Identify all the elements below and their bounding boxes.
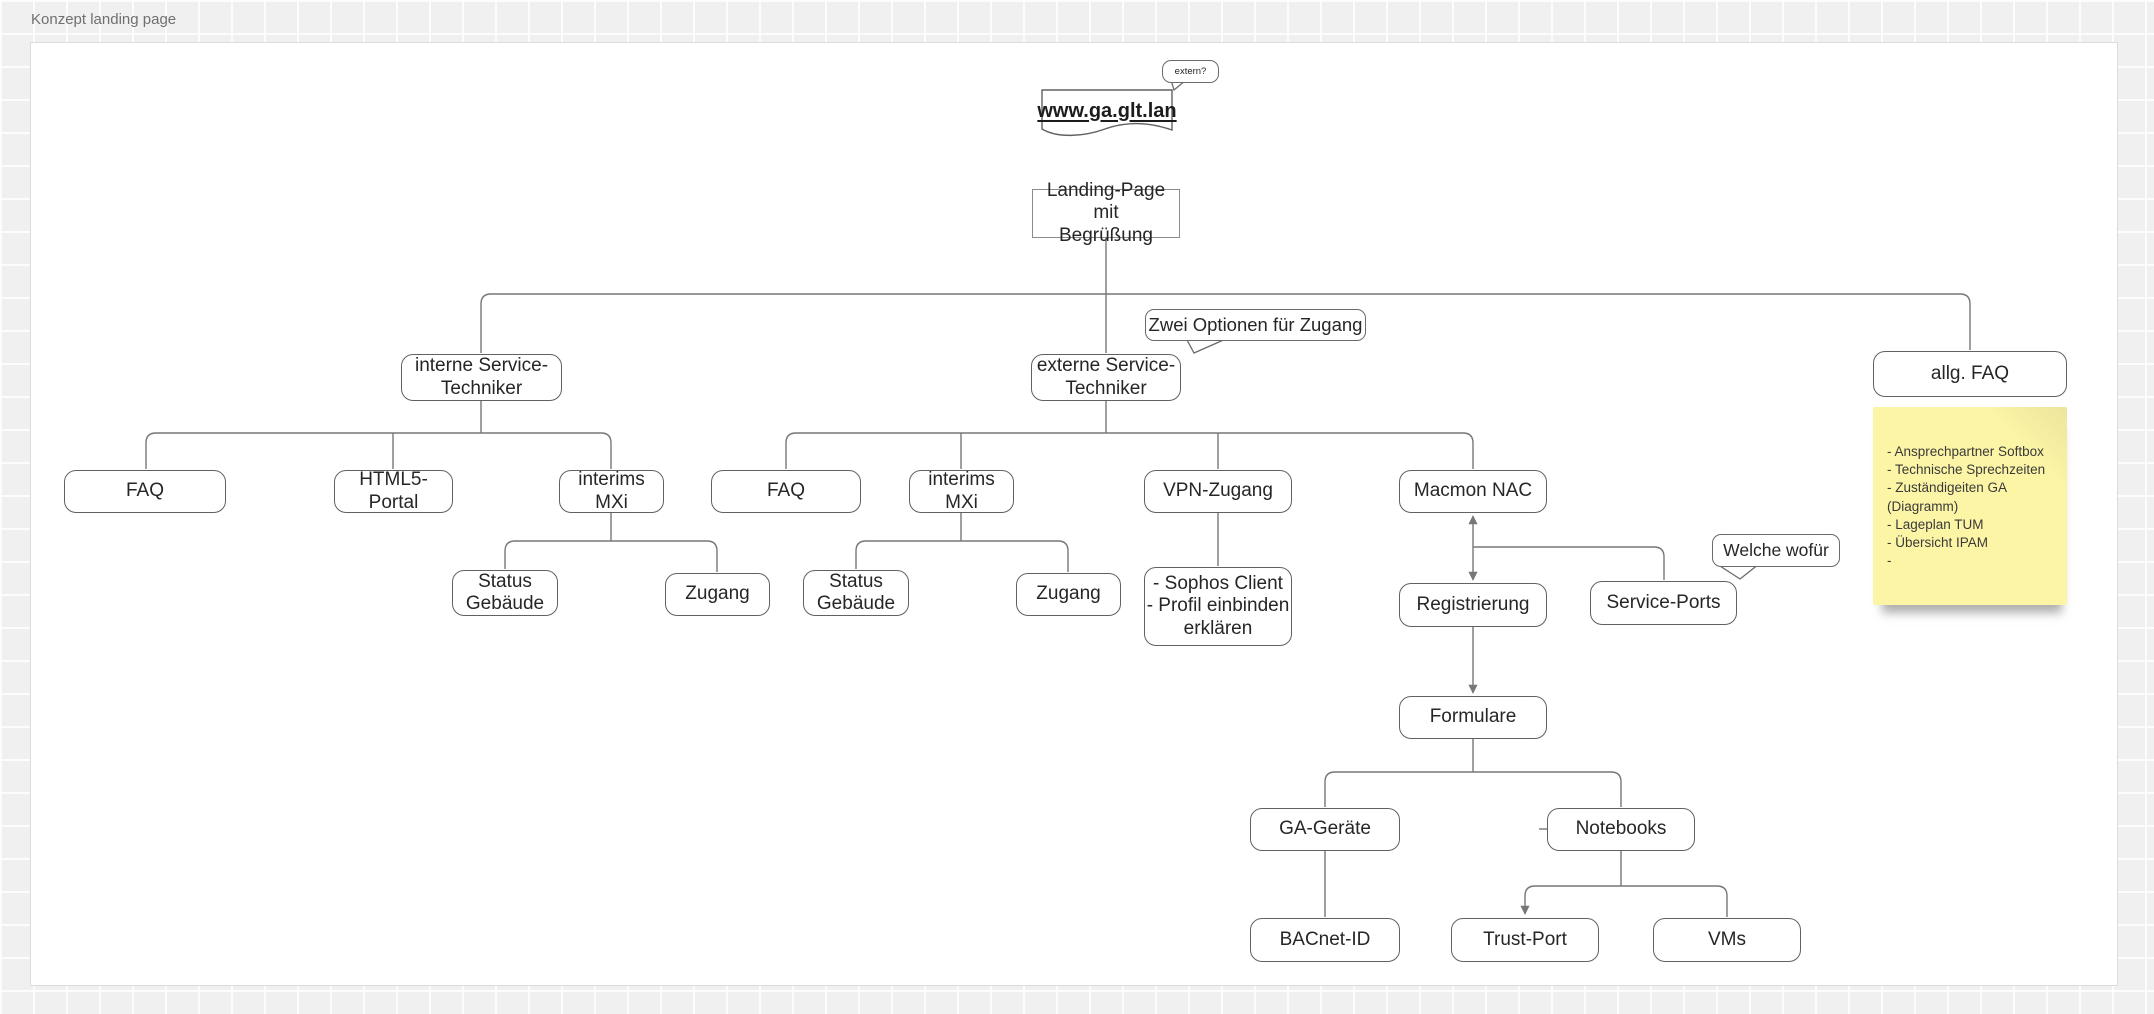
- node-zugang-intern[interactable]: Zugang: [665, 573, 770, 616]
- node-sophos-note[interactable]: - Sophos Client - Profil einbinden erklä…: [1144, 567, 1292, 646]
- node-registrierung[interactable]: Registrierung: [1399, 583, 1547, 627]
- node-vms[interactable]: VMs: [1653, 918, 1801, 962]
- document-wave-shape: [1041, 89, 1173, 137]
- node-html5-portal[interactable]: HTML5-Portal: [334, 469, 453, 513]
- callout-zwei-optionen[interactable]: Zwei Optionen für Zugang: [1145, 309, 1366, 341]
- node-interims-mxi-intern[interactable]: interims MXi: [559, 469, 664, 513]
- node-interne-service-techniker[interactable]: interne Service- Techniker: [401, 354, 562, 401]
- callout-welche-wofuer[interactable]: Welche wofür: [1712, 534, 1840, 567]
- node-status-gebaeude-intern[interactable]: Status Gebäude: [452, 570, 558, 616]
- node-landing-page[interactable]: Landing-Page mit Begrüßung: [1032, 180, 1180, 246]
- node-notebooks[interactable]: Notebooks: [1547, 808, 1695, 851]
- node-faq-intern[interactable]: FAQ: [64, 470, 226, 513]
- node-zugang-extern[interactable]: Zugang: [1016, 573, 1121, 616]
- node-status-gebaeude-extern[interactable]: Status Gebäude: [803, 570, 909, 616]
- document-url-label: www.ga.glt.lan: [1037, 99, 1177, 122]
- callout-extern[interactable]: extern?: [1162, 60, 1219, 83]
- node-trust-port[interactable]: Trust-Port: [1451, 918, 1599, 962]
- node-faq-extern[interactable]: FAQ: [711, 470, 861, 513]
- node-bacnet-id[interactable]: BACnet-ID: [1250, 918, 1400, 962]
- node-interims-mxi-extern[interactable]: interims MXi: [909, 469, 1014, 513]
- node-vpn-zugang[interactable]: VPN-Zugang: [1144, 470, 1292, 513]
- node-macmon-nac[interactable]: Macmon NAC: [1399, 470, 1547, 513]
- node-externe-service-techniker[interactable]: externe Service- Techniker: [1031, 354, 1181, 401]
- sticky-note[interactable]: - Ansprechpartner Softbox - Technische S…: [1873, 407, 2067, 605]
- node-allg-faq[interactable]: allg. FAQ: [1873, 351, 2067, 397]
- node-ga-geraete[interactable]: GA-Geräte: [1250, 808, 1400, 851]
- diagram-title: Konzept landing page: [31, 11, 177, 28]
- node-www-document[interactable]: www.ga.glt.lan: [1037, 89, 1177, 141]
- node-formulare[interactable]: Formulare: [1399, 696, 1547, 739]
- node-service-ports[interactable]: Service-Ports: [1590, 581, 1737, 625]
